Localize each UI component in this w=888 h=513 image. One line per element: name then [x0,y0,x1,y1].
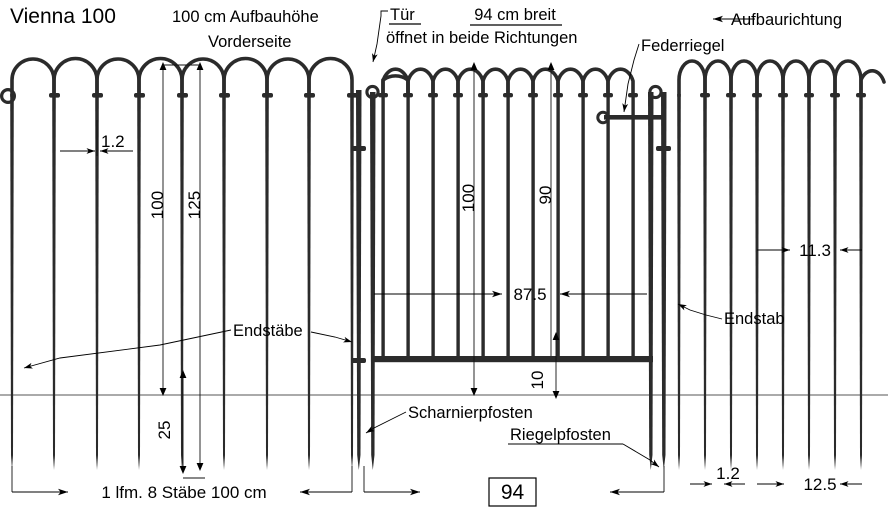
latch-ring-icon [596,110,610,125]
dim-gate-inner-width-87-5: 87.5 [374,285,647,304]
dim-bar-thickness-left: 1.2 [60,120,133,156]
dim-label-run: 1 lfm. 8 Stäbe 100 cm [101,483,266,502]
dim-label-10: 10 [528,371,547,390]
annotation-door: Tür öffnet in beide Richtungen [372,6,577,63]
dim-height-100-left: 100 [148,62,167,396]
annotation-gate-width: 94 cm breit [470,6,562,26]
dim-label-gate-100: 100 [459,184,478,212]
dim-label-11-3: 11.3 [799,241,831,260]
dim-label-125-left: 125 [185,191,204,219]
annotation-door-line1: Tür [390,6,415,24]
dim-label-1-2-left: 1.2 [101,132,125,151]
dim-gate-height-100: 100 [459,62,478,396]
dim-bar-thickness-right: 1.2 [690,464,745,487]
dim-label-gate-90: 90 [536,186,555,205]
dim-ground-depth-25: 25 [155,370,205,479]
annotation-federriegel-label: Federriegel [641,37,724,55]
annotation-endstab-label: Endstab [724,310,785,328]
dim-label-12-5: 12.5 [803,475,836,494]
dim-label-94: 94 [501,481,525,504]
dim-spacing-11-3: 11.3 [757,241,862,260]
dim-run-length: 1 lfm. 8 Stäbe 100 cm [11,466,353,502]
annotation-scharnierpfosten-label: Scharnierpfosten [408,404,533,422]
annotation-94-cm-breit: 94 cm breit [474,6,556,24]
dim-label-1-2-right: 1.2 [716,464,740,483]
right-fence-panel [677,59,886,470]
spring-latch [596,110,662,125]
dim-gate-total-94: 94 [363,466,665,507]
hinge-post [351,90,366,470]
dim-label-25: 25 [155,421,174,440]
annotation-end-bars-left: Endstäbe [23,322,353,369]
view-label-front: Vorderseite [208,33,291,51]
annotation-endstaebe-label: Endstäbe [233,322,303,340]
annotation-hinge-post: Scharnierpfosten [365,404,533,434]
annotation-build-direction-label: Aufbaurichtung [731,11,842,29]
annotation-end-bar-right: Endstab [677,303,785,328]
latch-post [656,92,671,470]
dim-label-87-5: 87.5 [513,285,546,304]
page-title: Vienna 100 [10,5,116,28]
left-fence-panel [0,56,358,470]
annotation-latch-post: Riegelpfosten [508,426,660,468]
annotation-riegelpfosten-label: Riegelpfosten [510,426,611,444]
gate-leaf [365,67,663,470]
gate-bottom-rail [371,356,653,363]
annotation-spring-latch: Federriegel [622,37,724,113]
dim-label-100-left: 100 [148,191,167,219]
dim-height-125-left: 125 [185,62,204,471]
end-bar-eyelet-icon [0,88,16,104]
annotation-build-direction: Aufbaurichtung [713,11,842,29]
view-label-height: 100 cm Aufbauhöhe [172,8,319,26]
dim-gate-infill-90: 90 [536,62,555,356]
gate-left-eyelet-icon [365,84,380,100]
dim-bottom-rail-10: 10 [528,332,560,399]
dim-spacing-12-5: 12.5 [757,475,862,494]
annotation-door-line2: öffnet in beide Richtungen [386,29,577,47]
